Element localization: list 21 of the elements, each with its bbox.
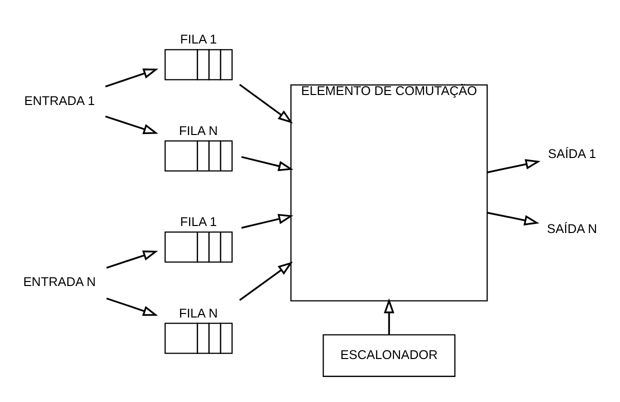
node-label: FILA N xyxy=(178,306,218,320)
arrow xyxy=(105,115,158,134)
node-text: ENTRADA N xyxy=(23,274,96,289)
node-text: SAÍDA N xyxy=(547,222,598,236)
node-box: ESCALONADOR xyxy=(322,334,456,376)
node-label: FILA N xyxy=(178,123,218,138)
arrow xyxy=(241,213,294,228)
arrow xyxy=(106,297,158,316)
node-text: SAÍDA 1 xyxy=(548,146,596,160)
node-box: ELEMENTO DE COMUTAÇÃO xyxy=(290,84,488,301)
arrow xyxy=(487,158,540,173)
node-label: FILA 1 xyxy=(180,32,217,46)
arrow xyxy=(487,211,540,225)
arrow xyxy=(239,261,293,300)
node-text: ENTRADA 1 xyxy=(24,93,95,108)
arrow xyxy=(241,156,294,171)
node-label: FILA 1 xyxy=(180,214,217,229)
arrow xyxy=(105,68,158,87)
arrow xyxy=(239,83,293,123)
arrow xyxy=(106,250,158,268)
arrow xyxy=(384,298,394,334)
